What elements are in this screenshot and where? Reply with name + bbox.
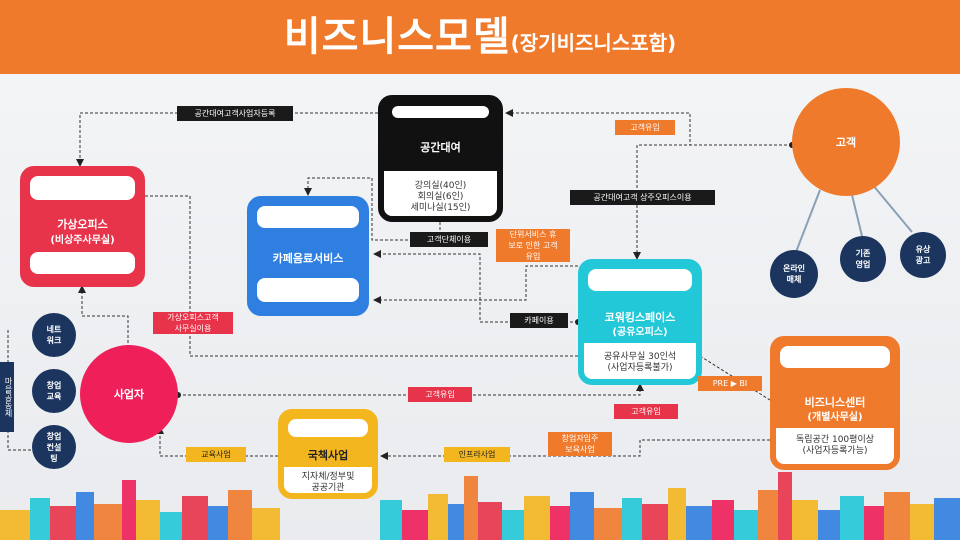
tag-unit-service-line-1: 단위서비스 휴 bbox=[509, 230, 557, 239]
existing-sales-label-2: 영업 bbox=[855, 260, 871, 269]
space-rental-title: 공간대여 bbox=[420, 141, 461, 154]
title-main: 비즈니스모델 bbox=[283, 14, 511, 60]
operator-circle: 사업자 bbox=[80, 345, 178, 443]
virtual-office-title-2: (비상주사무실) bbox=[50, 235, 115, 246]
network-label-1: 네트 bbox=[46, 325, 62, 334]
startup-consulting-label-3: 팅 bbox=[50, 453, 58, 463]
coworking-line-2: (사업자등록불가) bbox=[607, 363, 673, 373]
startup-education-label-1: 창업 bbox=[46, 381, 62, 390]
cafe-title: 카페음료서비스 bbox=[272, 252, 344, 265]
space-rental-box: 공간대여 강의실(40인) 회의실(6인) 세미나실(15인) bbox=[378, 95, 503, 222]
tag-startup-incubation-line-2: 보육사업 bbox=[565, 445, 595, 454]
national-project-title: 국책사업 bbox=[307, 449, 349, 462]
space-rental-line-3: 세미나실(15인) bbox=[410, 203, 471, 213]
tag-unit-service-line-3: 유입 bbox=[525, 252, 541, 261]
business-center-header-strip bbox=[780, 346, 890, 368]
space-rental-line-1: 강의실(40인) bbox=[414, 181, 467, 191]
virtual-office-box: 가상오피스 (비상주사무실) bbox=[20, 166, 145, 287]
coworking-line-1: 공유사무실 30인석 bbox=[603, 352, 677, 362]
business-center-box: 비즈니스센터 (개별사무실) 독립공간 100평이상 (사업자등록가능) bbox=[770, 336, 900, 470]
city-skyline-decoration bbox=[0, 472, 960, 540]
coworking-title-2: (공유오피스) bbox=[612, 327, 668, 338]
startup-consulting-label-1: 창업 bbox=[46, 431, 62, 441]
virtual-office-title-1: 가상오피스 bbox=[57, 218, 108, 231]
national-project-body bbox=[284, 467, 372, 493]
tag-cafe-use: 카페이용 bbox=[510, 313, 568, 328]
national-project-line-2: 공공기관 bbox=[311, 483, 345, 493]
national-project-header-strip bbox=[288, 419, 368, 437]
tag-virtual-office-line-1: 가상오피스고객 bbox=[167, 313, 219, 322]
tag-unit-service-line-2: 보로 인한 고객 bbox=[508, 241, 558, 250]
cafe-service-box: 카페음료서비스 bbox=[247, 196, 369, 316]
tag-education-business: 교육사업 bbox=[186, 447, 246, 462]
left-strip-label: 마을공동체 bbox=[0, 362, 14, 432]
tag-virtual-office-customer: 가상오피스고객 사무실이용 bbox=[153, 312, 233, 334]
tag-customer-inflow-top: 고객유입 bbox=[615, 120, 675, 135]
tag-unit-service-inflow: 단위서비스 휴 보로 인한 고객 유입 bbox=[496, 229, 570, 262]
space-rental-body bbox=[384, 171, 497, 216]
national-project-line-1: 지자체/정부및 bbox=[301, 472, 355, 482]
space-rental-line-2: 회의실(6인) bbox=[417, 192, 464, 202]
tag-startup-incubation: 창업자입주 보육사업 bbox=[548, 432, 612, 456]
tag-pre-bi: PRE ▶ BI bbox=[698, 376, 762, 391]
cafe-header-strip bbox=[257, 206, 359, 228]
business-center-title-2: (개별사무실) bbox=[807, 412, 863, 423]
tag-virtual-office-line-2: 사무실이용 bbox=[174, 324, 212, 333]
title-sub: (장기비즈니스포함) bbox=[510, 31, 677, 55]
space-rental-header-strip bbox=[392, 106, 489, 118]
tag-group-use: 고객단체이용 bbox=[410, 232, 488, 247]
online-media-label-2: 매체 bbox=[786, 275, 802, 284]
coworking-header-strip bbox=[588, 269, 692, 291]
startup-consulting-label-2: 컨설 bbox=[46, 442, 62, 452]
virtual-office-header-strip bbox=[30, 176, 135, 200]
business-center-line-2: (사업자등록가능) bbox=[802, 446, 868, 456]
cafe-footer-strip bbox=[257, 278, 359, 302]
existing-sales-label-1: 기존 bbox=[855, 249, 871, 258]
coworking-space-box: 코워킹스페이스 (공유오피스) 공유사무실 30인석 (사업자등록불가) bbox=[578, 259, 702, 385]
coworking-body bbox=[584, 343, 696, 379]
tag-customer-inflow-coworking: 고객유입 bbox=[614, 404, 678, 419]
network-label-2: 워크 bbox=[46, 336, 62, 345]
business-center-body bbox=[776, 428, 894, 464]
tag-infrastructure-business: 인프라사업 bbox=[444, 447, 510, 462]
online-media-label-1: 온라인 bbox=[782, 264, 806, 273]
virtual-office-footer-strip bbox=[30, 252, 135, 274]
startup-education-label-2: 교육 bbox=[46, 392, 62, 401]
tag-startup-incubation-line-1: 창업자입주 bbox=[561, 434, 599, 443]
page-title: 비즈니스모델(장기비즈니스포함) bbox=[0, 0, 960, 74]
coworking-title-1: 코워킹스페이스 bbox=[604, 311, 676, 324]
national-project-box: 국책사업 지자체/정부및 공공기관 bbox=[278, 409, 378, 499]
paid-ads-label-1: 유상 bbox=[915, 245, 931, 254]
business-center-title-1: 비즈니스센터 bbox=[804, 396, 866, 409]
tag-space-rental-resident-office: 공간대여고객 상주오피스이용 bbox=[570, 190, 715, 205]
business-center-line-1: 독립공간 100평이상 bbox=[796, 435, 874, 445]
paid-ads-label-2: 광고 bbox=[915, 256, 931, 265]
customer-circle: 고객 bbox=[792, 88, 900, 196]
tag-space-rental-business-reg: 공간대여고객사업자등록 bbox=[177, 106, 293, 121]
header-bar bbox=[0, 0, 960, 74]
tag-customer-inflow-operator: 고객유입 bbox=[408, 387, 472, 402]
